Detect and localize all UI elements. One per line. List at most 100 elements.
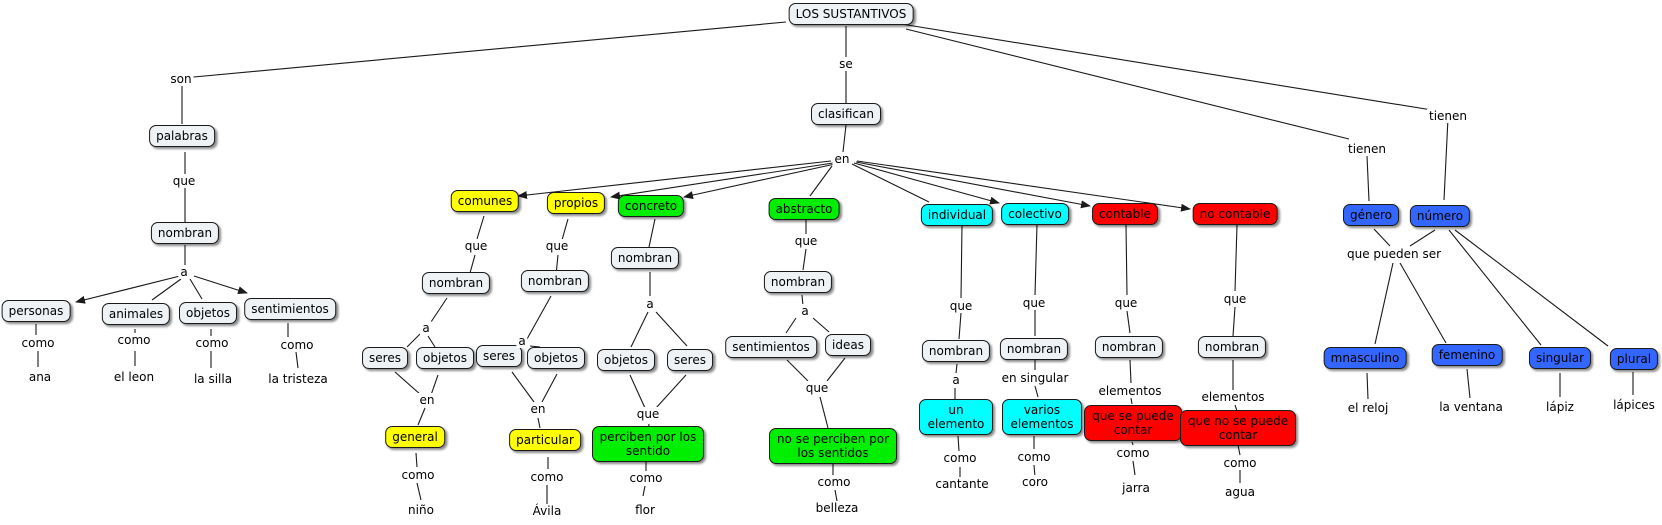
concept-comunes[interactable]: comunes [450,190,520,212]
link-son: son [168,72,194,86]
link-a: a [799,304,811,318]
concept-objetos-concreto[interactable]: objetos [597,349,655,371]
link-como: como [399,468,437,482]
example-la-silla: la silla [191,372,235,386]
concept-no-contable[interactable]: no contable [1192,203,1278,225]
concept-objetos[interactable]: objetos [179,302,237,324]
link-como: como [815,475,853,489]
concept-plural[interactable]: plural [1609,348,1659,370]
concept-nombran-concreto[interactable]: nombran [610,247,680,269]
concept-no-perciben[interactable]: no se perciben por los sentidos [769,428,897,464]
example-coro: coro [1020,475,1050,489]
link-se: se [837,57,855,71]
example-el-reloj: el reloj [1345,401,1391,415]
concept-contable[interactable]: contable [1092,203,1158,225]
concept-un-elemento[interactable]: un elemento [919,399,993,435]
concept-nombran-propios[interactable]: nombran [520,270,590,292]
example-nino: niño [406,503,436,517]
concept-objetos-comunes[interactable]: objetos [416,347,474,369]
concept-seres-propios[interactable]: seres [476,345,522,367]
example-la-tristeza: la tristeza [266,372,330,386]
concept-nombran-individual[interactable]: nombran [921,340,991,362]
link-como: como [115,333,153,347]
example-belleza: belleza [813,501,861,515]
link-en: en [832,152,852,166]
link-que: que [634,407,662,421]
concept-nombran-abstracto[interactable]: nombran [763,271,833,293]
link-en: en [417,393,437,407]
concept-objetos-propios[interactable]: objetos [527,347,585,369]
link-que: que [792,234,820,248]
link-como: como [1221,456,1259,470]
concept-seres-concreto[interactable]: seres [667,349,713,371]
concept-seres-comunes[interactable]: seres [362,347,408,369]
link-a-main: a [178,265,190,279]
concept-ideas[interactable]: ideas [825,334,871,356]
link-en: en [528,402,548,416]
concept-masculino[interactable]: mnasculino [1323,347,1407,369]
concept-nombran-contable[interactable]: nombran [1094,336,1164,358]
link-elementos: elementos [1096,384,1164,398]
concept-general[interactable]: general [385,426,445,448]
link-como: como [278,338,316,352]
link-que: que [543,239,571,253]
example-la-ventana: la ventana [1437,400,1505,414]
link-a: a [420,321,432,335]
concept-clasifican[interactable]: clasifican [811,103,881,125]
concept-propios[interactable]: propios [546,192,606,214]
link-que-pueden-ser: que pueden ser [1344,247,1444,261]
link-como: como [941,451,979,465]
link-que: que [1020,296,1048,310]
concept-nombran-colectivo[interactable]: nombran [999,338,1069,360]
link-como: como [1015,450,1053,464]
link-a: a [644,297,656,311]
link-a: a [516,334,528,348]
example-lapiz: lápiz [1544,400,1576,414]
concept-animales[interactable]: animales [101,303,171,325]
example-flor: flor [633,503,657,517]
concept-palabras[interactable]: palabras [149,125,215,147]
concept-concreto[interactable]: concreto [617,195,685,217]
link-que: que [462,239,490,253]
link-en-singular: en singular [999,371,1071,385]
concept-individual[interactable]: individual [920,204,994,226]
concept-varios-elementos[interactable]: varios elementos [1002,399,1082,435]
link-tienen: tienen [1345,142,1389,156]
concept-nombran-main[interactable]: nombran [150,222,220,244]
root-node[interactable]: LOS SUSTANTIVOS [788,3,914,25]
link-que: que [1221,292,1249,306]
link-elementos: elementos [1199,390,1267,404]
concept-sentimientos-abstracto[interactable]: sentimientos [725,336,817,358]
link-que-palabras: que [170,174,198,188]
example-lapices: lápices [1611,398,1657,412]
concept-numero[interactable]: número [1409,205,1471,227]
link-como: como [627,471,665,485]
link-que: que [803,381,831,395]
link-tienen: tienen [1426,109,1470,123]
concept-singular[interactable]: singular [1528,347,1592,369]
link-que: que [947,299,975,313]
example-agua: agua [1223,485,1257,499]
example-jarra: jarra [1120,481,1152,495]
example-el-leon: el leon [111,370,157,384]
concept-femenino[interactable]: femenino [1431,344,1503,366]
concept-colectivo[interactable]: colectivo [1001,203,1069,225]
link-como: como [193,336,231,350]
concept-personas[interactable]: personas [1,300,71,322]
link-como: como [1114,446,1152,460]
concept-que-se-puede-contar[interactable]: que se puede contar [1084,405,1182,441]
link-a: a [950,373,962,387]
concept-abstracto[interactable]: abstracto [768,198,840,220]
concept-que-no-se-puede-contar[interactable]: que no se puede contar [1180,410,1296,446]
example-avila: Ávila [530,504,564,518]
concept-particular[interactable]: particular [509,429,581,451]
example-ana: ana [26,370,54,384]
concept-nombran-no-contable[interactable]: nombran [1197,336,1267,358]
concept-sentimientos[interactable]: sentimientos [244,298,336,320]
concept-nombran-comunes[interactable]: nombran [421,272,491,294]
concept-perciben[interactable]: perciben por los sentido [592,426,704,462]
concept-genero[interactable]: género [1343,204,1399,226]
link-como: como [19,336,57,350]
link-como: como [528,470,566,484]
